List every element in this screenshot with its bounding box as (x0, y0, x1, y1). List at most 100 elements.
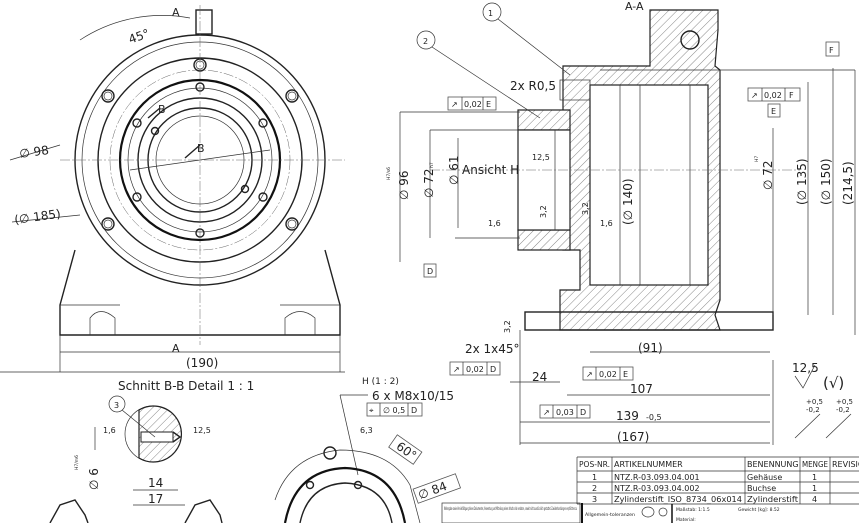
surface-note: 12,5 (√) +0,5-0,2 +0,5-0,2 (772, 360, 853, 445)
radius-label: 2x R0,5 (510, 79, 556, 93)
runout-tol-f: ↗ 0,02 F (747, 87, 801, 102)
svg-text:1: 1 (812, 484, 817, 493)
material-label: Material: (676, 517, 696, 523)
balloon-2: 2 (423, 37, 428, 46)
dim-width-190: (190) (186, 356, 218, 370)
parts-list: POS-NR. ARTIKELNUMMER BENENNUNG MENGE RE… (576, 456, 859, 505)
view-h-label: Ansicht H (462, 163, 519, 177)
dim-167: (167) (617, 430, 649, 444)
thread-callout: 6 x M8x10/15 (372, 389, 454, 403)
svg-text:E: E (623, 370, 628, 379)
dim-17: 17 (148, 492, 163, 506)
section-b-label-1: B (158, 103, 166, 116)
svg-text:Zylinderstift_ISO_8734_06x014: Zylinderstift_ISO_8734_06x014 (614, 495, 742, 504)
svg-text:E: E (486, 100, 491, 109)
chamfer-label: 2x 1x45° (465, 342, 520, 356)
weight-label: Gewicht [kg]: 8.52 (738, 507, 780, 513)
general-tolerances: Allgemein-toleranzen (585, 512, 635, 518)
copyright-note: Weitergabe sowie Vervielfältigung dieses… (444, 506, 577, 512)
svg-text:0,02: 0,02 (764, 91, 782, 100)
svg-text:Gehäuse: Gehäuse (747, 473, 782, 482)
tolerance-a: +0,5-0,2 (806, 398, 823, 414)
svg-text:4: 4 (812, 495, 817, 504)
section-marker-bottom: A (172, 342, 180, 355)
svg-text:NTZ.R-03.093.04.002: NTZ.R-03.093.04.002 (614, 484, 700, 493)
svg-text:0,02: 0,02 (599, 370, 617, 379)
runout-tol-e: ↗ 0,02 E (447, 96, 497, 111)
balloon-1: 1 (488, 9, 493, 18)
dim-14: 14 (148, 476, 163, 490)
section-b-label-2: B (197, 142, 205, 155)
svg-text:2: 2 (592, 484, 597, 493)
dim-dia-96: ∅ 96 (397, 170, 411, 200)
table-row: 3 Zylinderstift_ISO_8734_06x014 Zylinder… (592, 495, 817, 504)
runout-tol-d2: ↗ 0,03 D (539, 404, 591, 419)
detail-b-b: Schnitt B-B Detail 1 : 1 3 1,6 12,5 ∅ 6 … (49, 379, 254, 523)
runout-tol-d1: ↗ 0,02 D (449, 361, 501, 376)
dim-91: (91) (638, 341, 663, 355)
dim-dia-98: ∅ 98 (18, 143, 49, 161)
dim-dia-140: (∅ 140) (621, 178, 635, 225)
section-title: A-A (625, 0, 644, 13)
table-row: 2 NTZ.R-03.093.04.002 Buchse 1 (592, 484, 817, 493)
dim-139-tol: -0,5 (646, 413, 662, 422)
svg-text:h7: h7 (429, 162, 435, 168)
roughness-3-2-b: 3,2 (581, 202, 590, 215)
dim-dia-61: ∅ 61 (447, 155, 461, 185)
dim-dia-185: (∅ 185) (13, 207, 61, 227)
svg-text:Zylinderstift: Zylinderstift (747, 495, 798, 504)
table-row: 1 NTZ.R-03.093.04.001 Gehäuse 1 (592, 473, 817, 482)
datum-e: E (771, 107, 776, 116)
svg-text:POS-NR.: POS-NR. (579, 460, 610, 469)
svg-text:↗: ↗ (543, 408, 550, 417)
svg-text:ARTIKELNUMMER: ARTIKELNUMMER (614, 460, 683, 469)
dim-dia-84: ∅ 84 (416, 479, 449, 502)
roughness-6-3: 6,3 (360, 426, 373, 435)
top-tab (195, 9, 213, 35)
svg-text:3: 3 (592, 495, 597, 504)
roughness-12-5: 12,5 (532, 153, 550, 162)
svg-text:H7: H7 (754, 156, 760, 162)
detail-title: Schnitt B-B Detail 1 : 1 (118, 379, 254, 393)
tolerance-b: +0,5-0,2 (836, 398, 853, 414)
svg-text:1: 1 (592, 473, 597, 482)
svg-text:BENENNUNG: BENENNUNG (747, 460, 799, 469)
view-h: H (1 : 2) 6 x M8x10/15 ⌖ ∅ 0,5 D 6,3 60°… (274, 377, 462, 523)
general-roughness: 12,5 (792, 361, 819, 375)
bushing-top (517, 109, 571, 131)
svg-text:1: 1 (812, 473, 817, 482)
scale-label: Maßstab: 1:1.5 (676, 507, 710, 513)
svg-text:0,02: 0,02 (464, 100, 482, 109)
svg-text:D: D (490, 365, 496, 374)
svg-text:F: F (789, 91, 794, 100)
svg-text:↗: ↗ (453, 365, 460, 374)
roughness-12-5: 12,5 (193, 426, 211, 435)
dim-dia-135: (∅ 135) (795, 158, 809, 205)
svg-text:↗: ↗ (451, 100, 458, 109)
general-roughness-bracket: (√) (823, 374, 844, 392)
svg-text:∅ 0,5: ∅ 0,5 (383, 406, 405, 415)
svg-text:MENGE: MENGE (802, 460, 828, 469)
dim-dia-6: ∅ 6 (87, 468, 101, 490)
position-tol: ⌖ ∅ 0,5 D (366, 402, 423, 417)
svg-text:H7/s6: H7/s6 (386, 167, 392, 180)
svg-text:H7/m6: H7/m6 (74, 455, 80, 470)
front-view: A A 45° ∅ 98 (∅ 185) B B (190) (0, 5, 345, 373)
svg-text:NTZ.R-03.093.04.001: NTZ.R-03.093.04.001 (614, 473, 700, 482)
svg-text:↗: ↗ (751, 91, 758, 100)
datum-d: D (427, 267, 433, 276)
dim-dia-72h7: ∅ 72 (422, 168, 436, 198)
dim-214-5: (214,5) (841, 161, 855, 205)
roughness-1-6-a: 1,6 (488, 219, 501, 228)
roughness-1-6-b: 1,6 (600, 219, 613, 228)
dim-24: 24 (532, 370, 547, 384)
dim-139: 139 (616, 409, 639, 423)
svg-text:↗: ↗ (586, 370, 593, 379)
runout-tol-e2: ↗ 0,02 E (582, 366, 634, 381)
datum-f: F (829, 46, 834, 55)
svg-text:D: D (411, 406, 417, 415)
dim-107: 107 (630, 382, 653, 396)
section-marker-top: A (172, 6, 180, 19)
bushing-bottom (517, 229, 571, 251)
